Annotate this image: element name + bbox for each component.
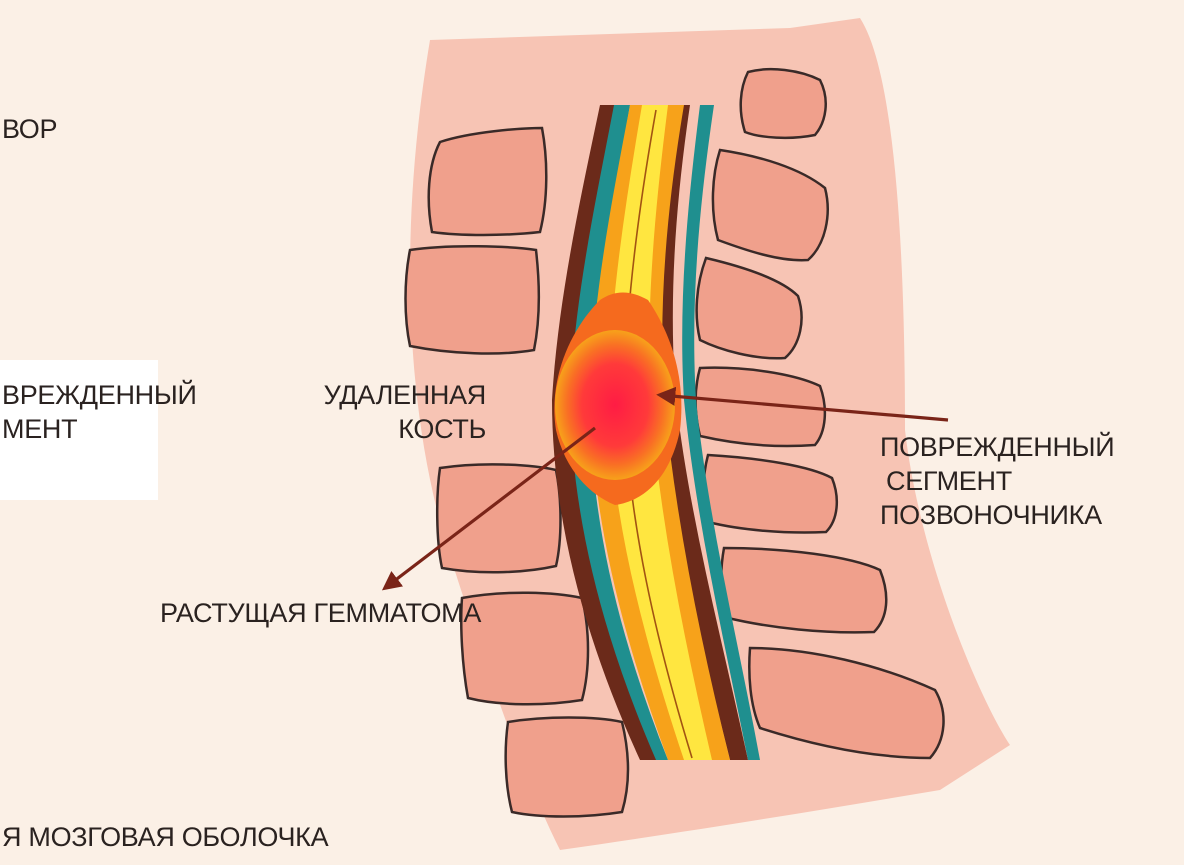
label-bottom-left: Я МОЗГОВАЯ ОБОЛОЧКА bbox=[2, 820, 328, 854]
label-top-left: ВОР bbox=[2, 112, 57, 146]
label-left-middle: ВРЕЖДЕННЫЙ МЕНТ bbox=[2, 378, 197, 446]
label-hematoma: РАСТУЩАЯ ГЕММАТОМА bbox=[160, 596, 481, 630]
hematoma-core bbox=[555, 330, 675, 480]
label-damaged-segment: ПОВРЕЖДЕННЫЙ СЕГМЕНТ ПОЗВОНОЧНИКА bbox=[880, 430, 1114, 532]
label-removed-bone: УДАЛЕННАЯ КОСТЬ bbox=[262, 378, 486, 446]
